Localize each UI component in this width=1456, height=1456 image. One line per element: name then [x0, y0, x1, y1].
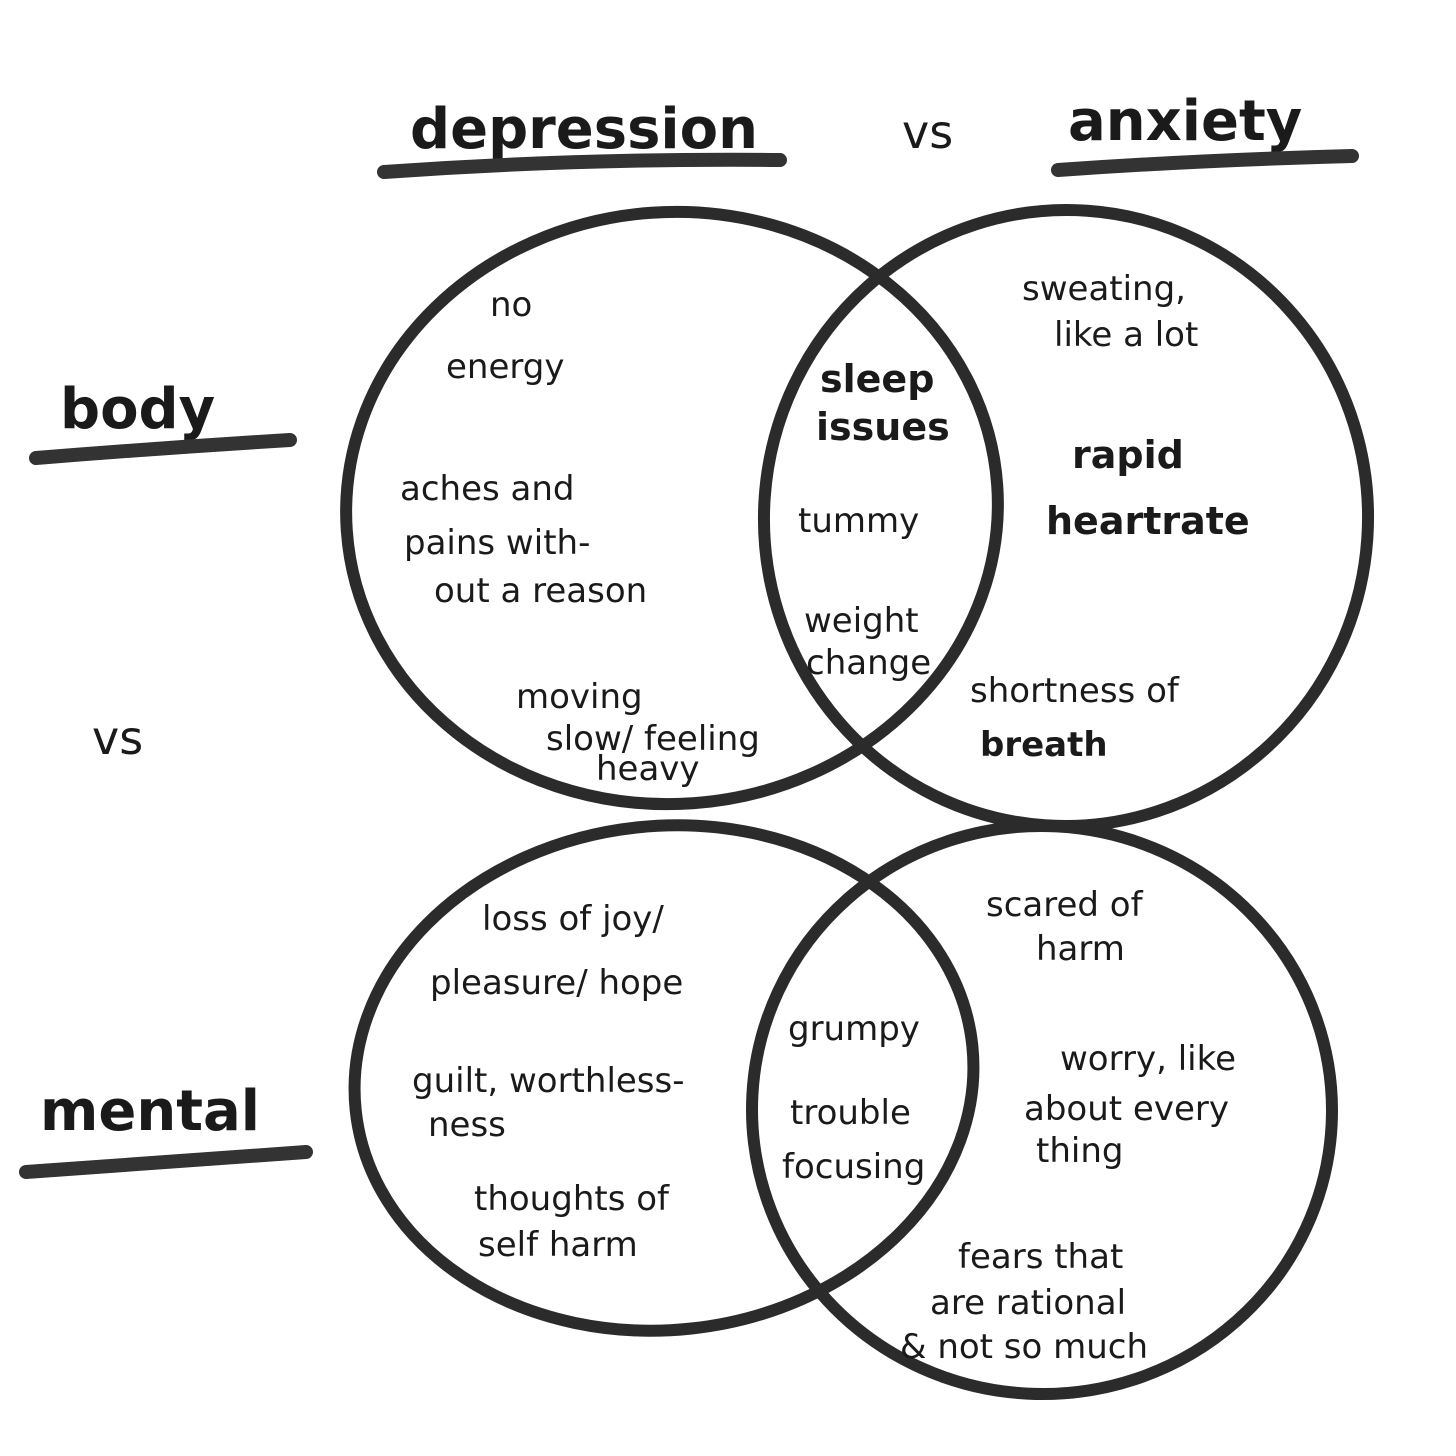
mental-dep-guilt: guilt, worthless- ness	[412, 1061, 695, 1145]
body-depression-circle	[340, 205, 1004, 811]
body-dep-no-energy: no energy	[446, 285, 564, 387]
row-vs: vs	[92, 711, 143, 765]
mental-anx-scared: scared of harm	[986, 885, 1153, 969]
mental-anx-fears: fears that are rational & not so much	[900, 1237, 1148, 1367]
body-overlap-sleep: sleep issues	[816, 357, 950, 449]
body-anx-sweating: sweating, like a lot	[1022, 269, 1198, 355]
mental-overlap-focus: trouble focusing	[782, 1093, 925, 1187]
header-vs: vs	[902, 105, 953, 159]
header-anxiety-underline	[1051, 149, 1359, 177]
mental-anx-worry: worry, like about every thing	[1024, 1039, 1247, 1171]
mental-overlap-grumpy: grumpy	[788, 1009, 920, 1049]
body-dep-moving: moving slow/ feeling heavy	[516, 677, 771, 789]
row-label-body: body	[60, 377, 215, 442]
row-label-mental: mental	[40, 1079, 260, 1144]
mental-depression-circle	[348, 819, 980, 1337]
header-anxiety: anxiety	[1068, 89, 1302, 154]
body-anx-breath: shortness of breath	[970, 671, 1190, 765]
body-anx-heartrate: rapid heartrate	[1046, 433, 1250, 543]
mental-dep-joy: loss of joy/ pleasure/ hope	[430, 899, 683, 1003]
header-depression: depression	[410, 97, 758, 162]
body-dep-aches: aches and pains with- out a reason	[400, 469, 647, 611]
body-overlap-tummy: tummy	[798, 501, 919, 541]
row-label-body-underline	[29, 433, 297, 465]
mental-dep-harm: thoughts of self harm	[474, 1179, 680, 1265]
body-overlap-weight: weight change	[804, 601, 931, 683]
row-label-mental-underline	[19, 1145, 313, 1179]
mental-anxiety-circle	[746, 819, 1338, 1401]
header-depression-underline	[377, 152, 787, 179]
